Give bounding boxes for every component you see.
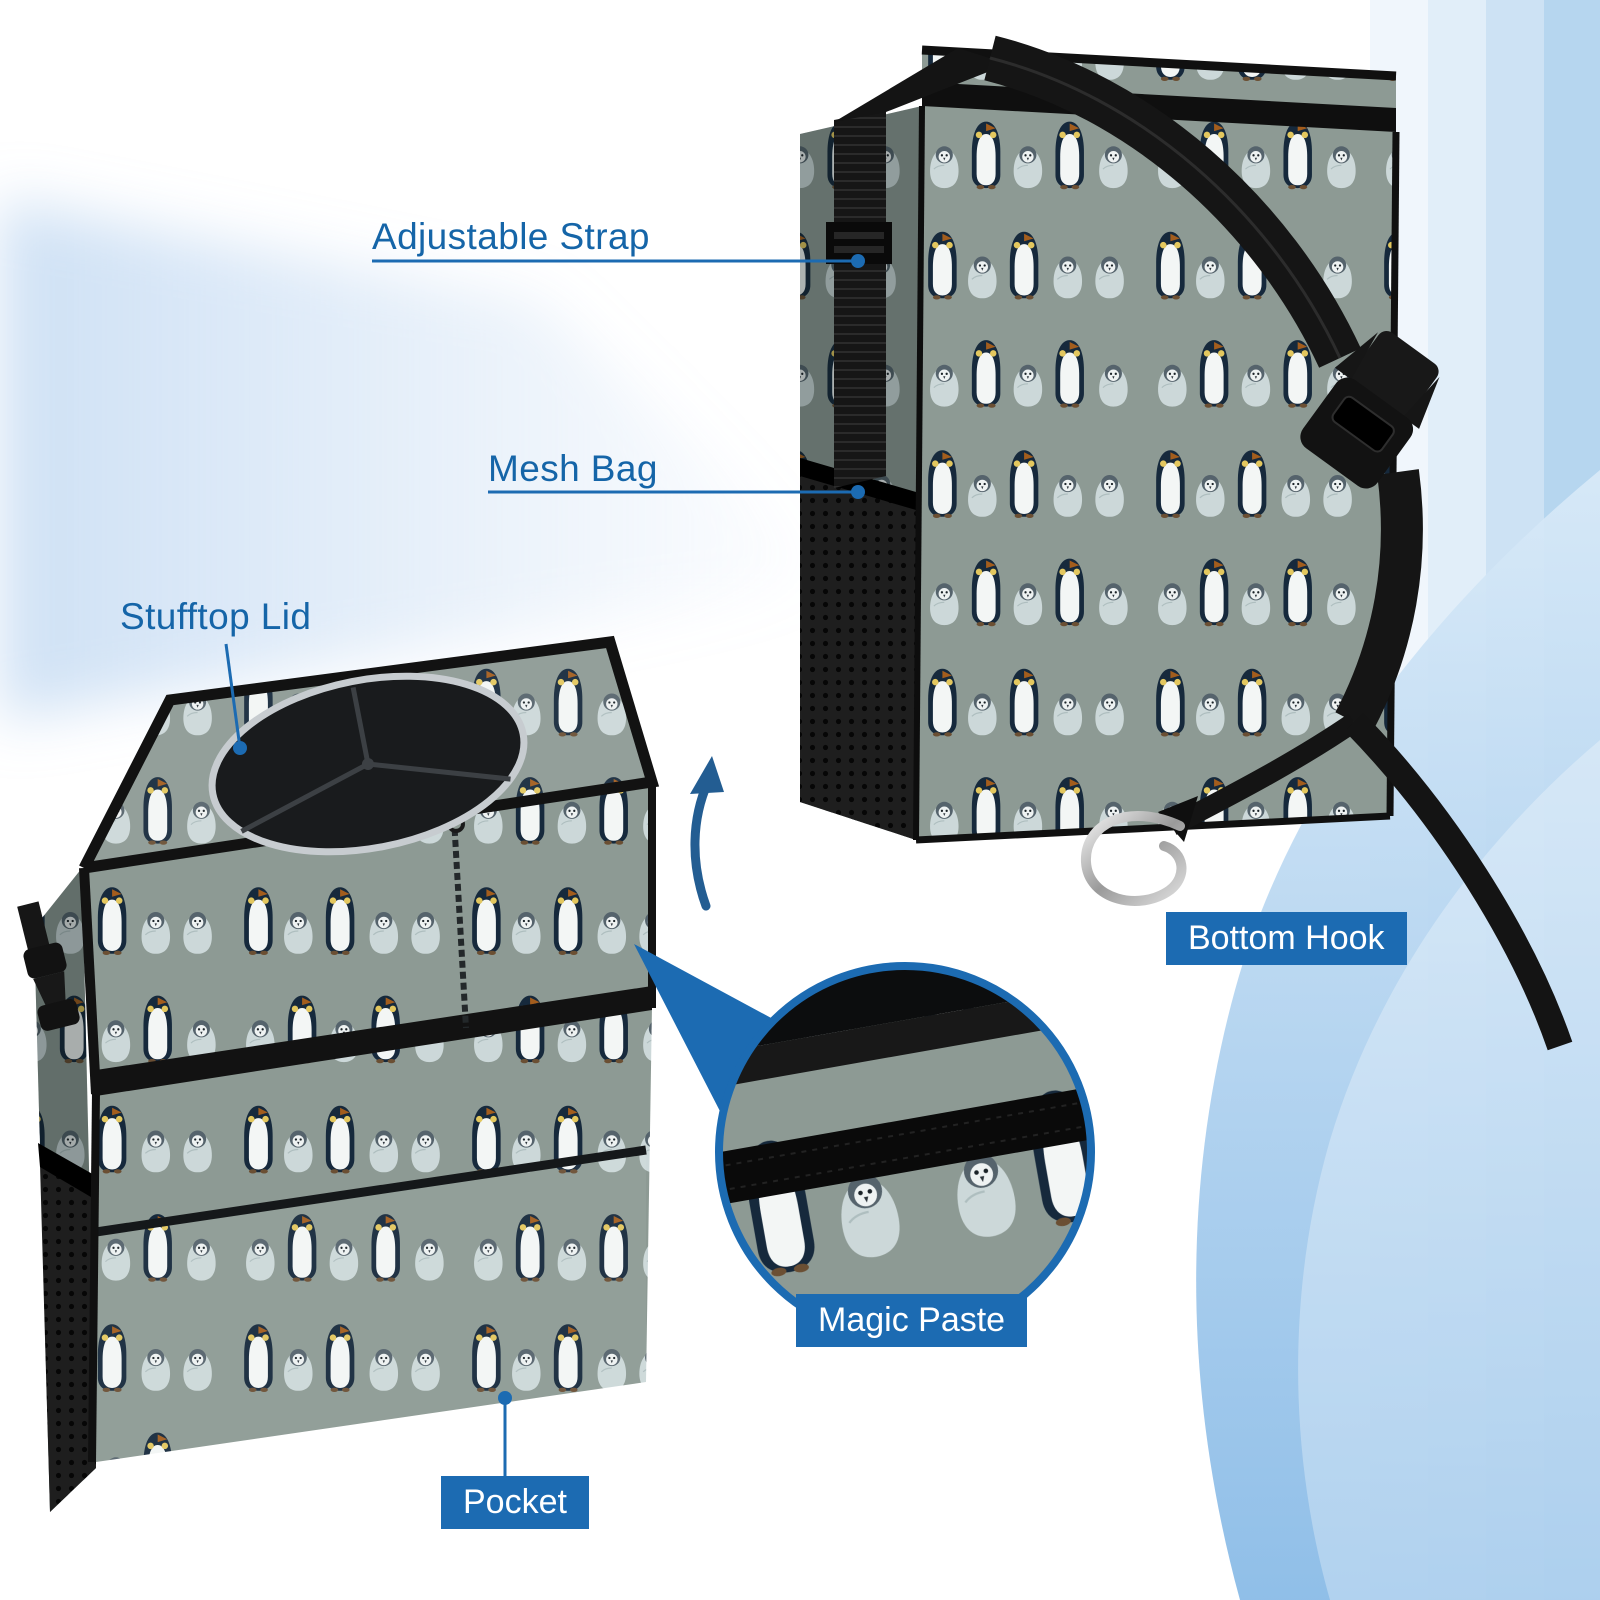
magic-paste-label: Magic Paste [796, 1294, 1028, 1348]
bag-strap-view [800, 35, 1573, 1051]
adjustable-strap [826, 35, 1423, 732]
side-mesh-pocket [800, 474, 916, 840]
pocket-seam [95, 1145, 647, 1237]
blue-curve-shape [1196, 470, 1600, 1600]
mesh-bag-label: Mesh Bag [488, 448, 658, 489]
bottom-hook [1080, 811, 1187, 906]
topleft-light-band [0, 200, 840, 720]
flap-zipper [451, 817, 469, 1029]
bottom-hook-label: Bottom Hook [1166, 912, 1407, 966]
side-buckle [17, 901, 80, 1031]
flap-trim [96, 986, 652, 1096]
leader-lines [224, 254, 865, 1476]
stufftop-lid-label: Stufftop Lid [120, 596, 312, 637]
front-pocket-face [96, 1006, 652, 1462]
leader-line-stufftop-lid [224, 643, 242, 749]
side-release-buckle [1300, 330, 1440, 489]
adjustable-strap-label: Adjustable Strap [372, 216, 650, 257]
pocket-label: Pocket [441, 1476, 589, 1530]
lid-open-arrow-icon [690, 756, 724, 911]
side-mesh-pocket-front-bag [40, 1165, 96, 1512]
stufftop-lid-opening [208, 672, 528, 856]
bag-lid-view [17, 635, 660, 1512]
bottom-hook-assembly [1080, 712, 1573, 1051]
